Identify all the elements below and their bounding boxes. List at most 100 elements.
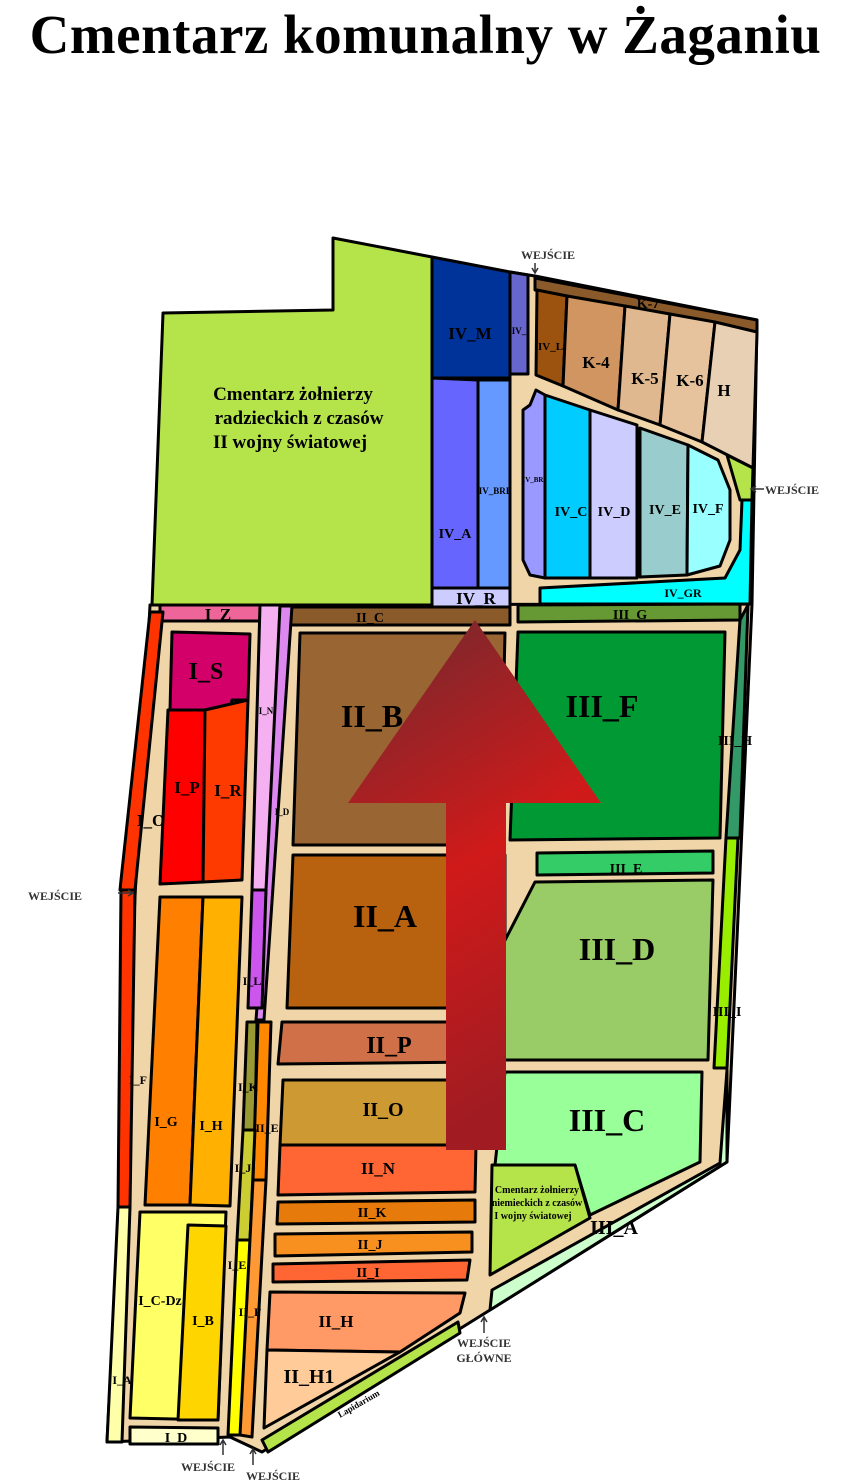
label-I_Z: I_Z	[205, 605, 231, 624]
section-I_P[interactable]	[158, 708, 207, 886]
svg-text:WEJŚCIE: WEJŚCIE	[28, 889, 82, 903]
label-H: H	[717, 381, 730, 400]
label-III_G: III_G	[613, 608, 647, 623]
section-III_H[interactable]	[724, 603, 750, 840]
section-II_H1[interactable]	[262, 1348, 402, 1430]
label-I_K: I_K	[238, 1080, 259, 1094]
label-IV_D: IV_D	[598, 505, 631, 520]
label-III_I: III_I	[713, 1005, 742, 1020]
svg-text:radzieckich z czasów: radzieckich z czasów	[215, 408, 384, 429]
section-I_A[interactable]	[105, 1205, 132, 1444]
arrow-up-icon	[249, 1447, 257, 1465]
label-IV-small: IV_	[512, 326, 527, 336]
arrow-right-icon	[118, 889, 135, 897]
label-II_N: II_N	[361, 1159, 396, 1178]
section-II_N[interactable]	[276, 1143, 478, 1197]
german-cemetery[interactable]	[488, 1163, 592, 1277]
label-IV_M: IV_M	[448, 324, 491, 343]
label-I_D-strip: I_D	[275, 807, 290, 817]
section-III_D[interactable]	[498, 878, 715, 1062]
label-II_E: II_E	[255, 1121, 278, 1135]
label-IV_E: IV_E	[649, 503, 681, 518]
section-IV_M[interactable]	[430, 255, 512, 380]
direction-arrow	[348, 620, 601, 1150]
entrance-south-1: WEJŚCIE	[181, 1438, 235, 1474]
arrow-up-icon	[480, 1315, 488, 1333]
soviet-cemetery-label: Cmentarz żołnierzy radzieckich z czasów …	[213, 384, 384, 453]
entrance-east: WEJŚCIE	[749, 483, 819, 497]
arrow-up-icon	[219, 1438, 227, 1455]
section-IV_BRI[interactable]	[476, 378, 512, 590]
section-II_F[interactable]	[238, 1178, 268, 1439]
svg-text:WEJŚCIE: WEJŚCIE	[246, 1469, 300, 1482]
label-II_H1: II_H1	[283, 1366, 334, 1388]
label-III_F: III_F	[566, 688, 639, 724]
section-II_I[interactable]	[271, 1258, 472, 1284]
label-I_S: I_S	[189, 659, 224, 685]
label-IV_GR: IV_GR	[664, 586, 702, 600]
label-II_P: II_P	[366, 1033, 411, 1059]
section-IV_C[interactable]	[543, 393, 592, 580]
section-IV_A[interactable]	[430, 376, 480, 590]
section-III_E[interactable]	[535, 849, 715, 877]
svg-text:WEJŚCIE: WEJŚCIE	[765, 483, 819, 497]
label-III_E: III_E	[610, 862, 643, 877]
label-K-6: K-6	[676, 371, 703, 390]
label-I_R: I_R	[214, 781, 242, 800]
section-IV_F[interactable]	[685, 443, 732, 577]
section-II_K[interactable]	[275, 1198, 477, 1226]
entrance-south-2: WEJŚCIE	[246, 1447, 300, 1482]
section-I_B[interactable]	[176, 1223, 228, 1422]
section-III_A[interactable]	[488, 1068, 729, 1312]
label-III_A: III_A	[590, 1217, 638, 1239]
label-I_D: I_D	[165, 1431, 188, 1446]
section-II_H[interactable]	[265, 1290, 467, 1354]
label-I_J: I_J	[235, 1161, 252, 1175]
label-II_K: II_K	[358, 1206, 387, 1221]
entrance-main: WEJŚCIE GŁÓWNE	[456, 1315, 512, 1365]
label-II_J: II_J	[358, 1238, 383, 1253]
label-IV_A: IV_A	[439, 527, 473, 542]
section-I_H[interactable]	[188, 895, 244, 1208]
label-K-4: K-4	[582, 353, 610, 372]
svg-text:GŁÓWNE: GŁÓWNE	[456, 1351, 511, 1365]
label-I_F: I_F	[129, 1073, 147, 1087]
label-III_H: III_H	[718, 734, 752, 749]
label-IV_BR2: IV_BR	[522, 476, 544, 484]
label-III_C: III_C	[569, 1102, 645, 1138]
label-II_F: II_F	[239, 1305, 262, 1319]
label-I_C-Dz: I_C-Dz	[138, 1294, 182, 1309]
section-IV_BR2[interactable]	[521, 388, 547, 580]
label-III_D: III_D	[579, 931, 655, 967]
section-I_L[interactable]	[246, 888, 268, 1010]
svg-text:WEJŚCIE: WEJŚCIE	[521, 248, 575, 262]
entrance-west: WEJŚCIE	[28, 889, 135, 903]
svg-text:WEJŚCIE: WEJŚCIE	[457, 1336, 511, 1350]
arrow-down-icon	[531, 263, 539, 275]
section-IV-small[interactable]	[508, 270, 530, 376]
section-III_I[interactable]	[712, 836, 740, 1070]
label-IV_F: IV_F	[692, 502, 723, 517]
section-I_D[interactable]	[128, 1425, 220, 1446]
label-I_O: I_O	[137, 811, 165, 830]
svg-text:I wojny światowej: I wojny światowej	[494, 1211, 571, 1222]
label-IV_BRI: IV_BRI	[479, 486, 510, 496]
map-title: Cmentarz komunalny w Żaganiu	[29, 4, 822, 65]
german-cemetery-label: Cmentarz żołnierzy niemieckich z czasów …	[492, 1185, 583, 1222]
label-K-7: K-7	[637, 297, 660, 312]
section-IV_D[interactable]	[588, 408, 639, 580]
label-II_C: II_C	[356, 611, 384, 626]
lapidarium[interactable]	[260, 1320, 462, 1454]
label-IV_C: IV_C	[555, 505, 588, 520]
label-II_I: II_I	[356, 1266, 379, 1281]
label-I_E: I_E	[228, 1258, 247, 1272]
section-II_J[interactable]	[273, 1230, 474, 1258]
section-II_C[interactable]	[288, 605, 512, 627]
label-K-5: K-5	[631, 369, 658, 388]
section-I_R[interactable]	[201, 698, 250, 884]
label-II_O: II_O	[362, 1099, 403, 1121]
label-I_N: I_N	[259, 706, 274, 716]
svg-text:niemieckich z czasów: niemieckich z czasów	[492, 1198, 583, 1209]
arrow-left-icon	[749, 485, 764, 493]
